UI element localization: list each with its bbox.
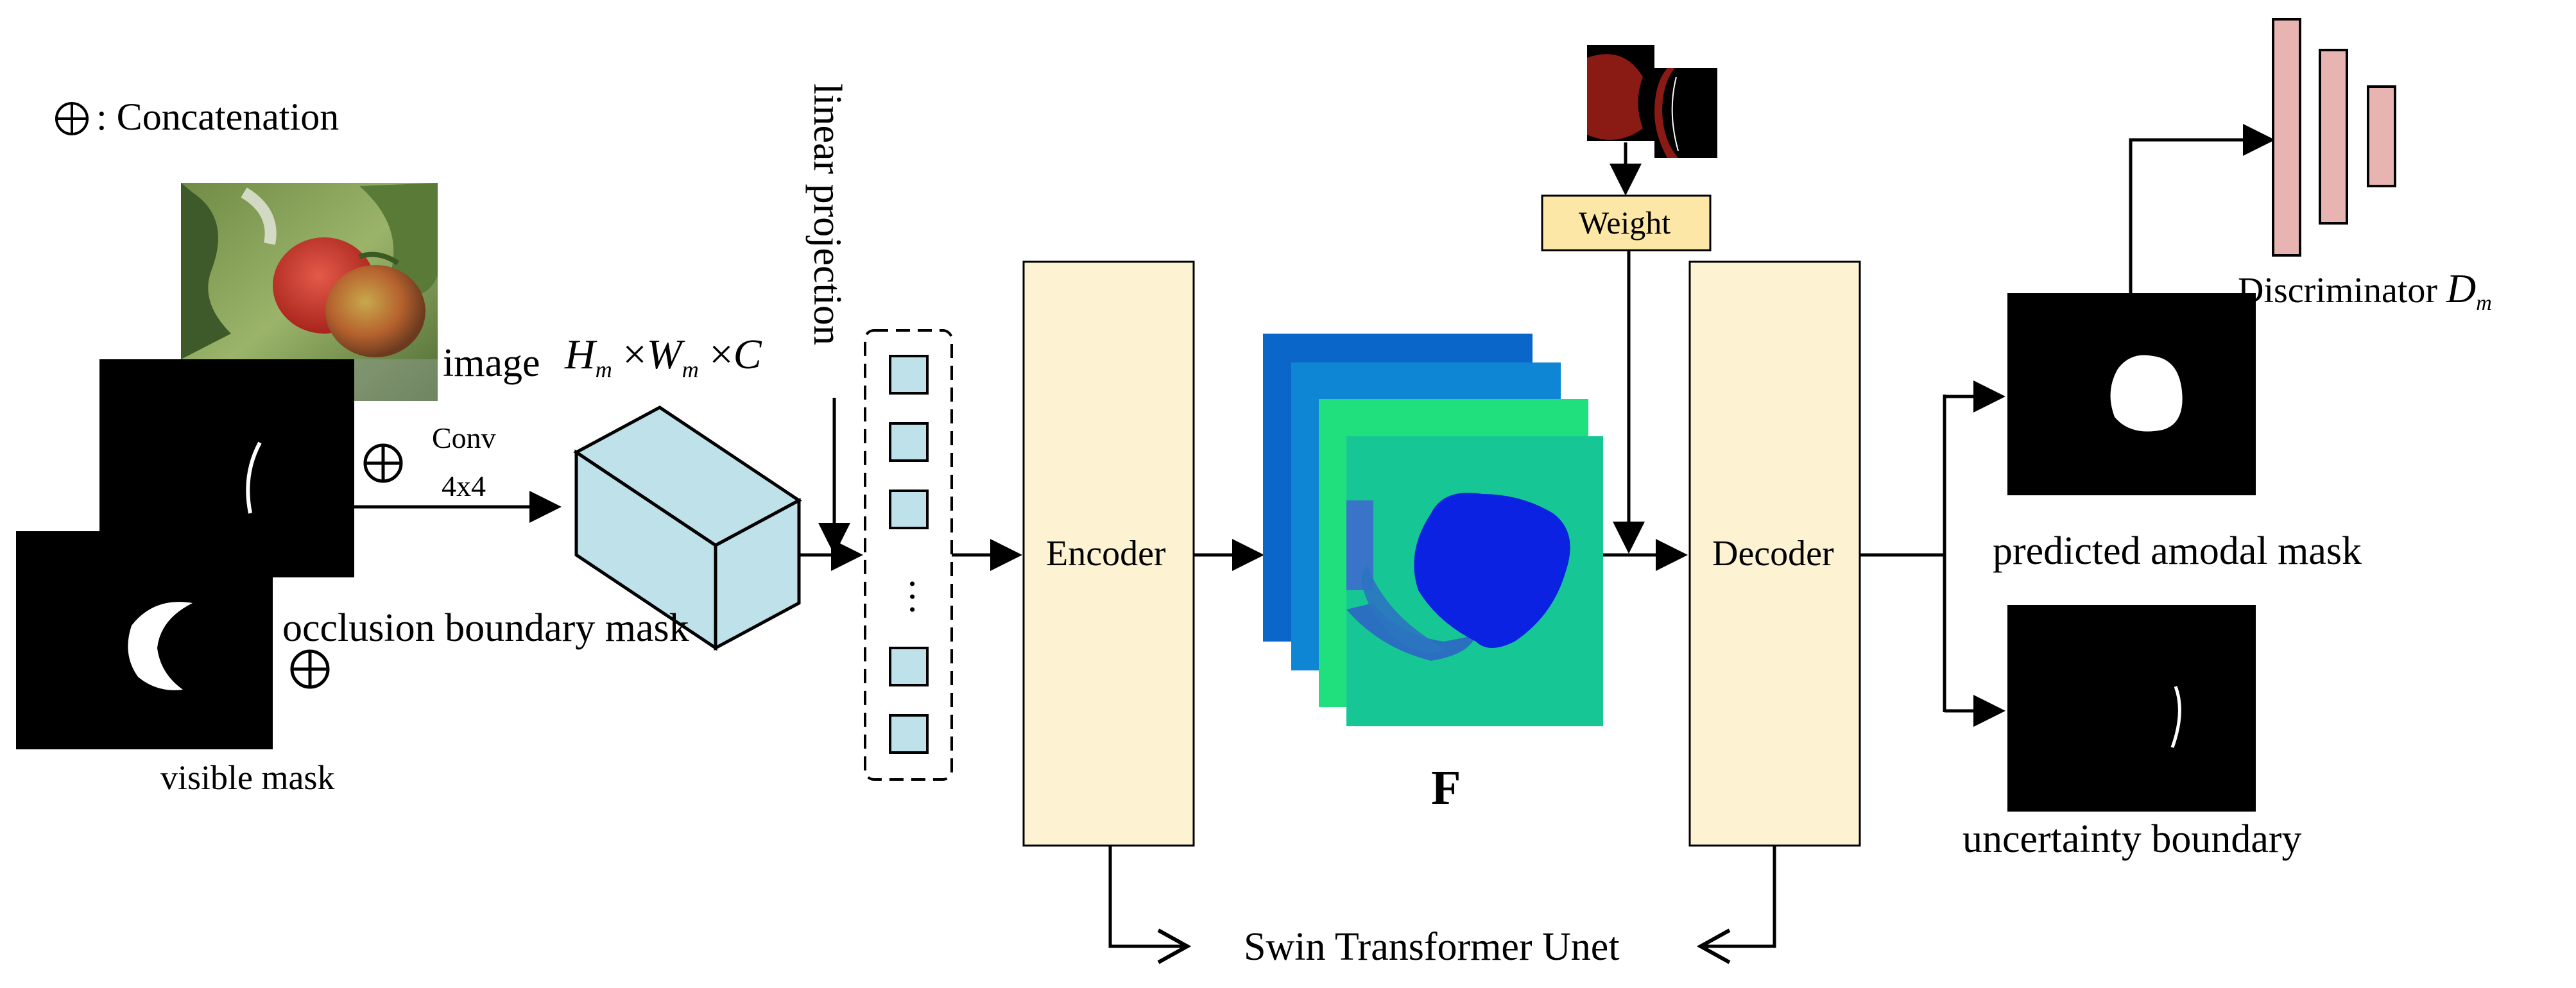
image-label: image: [443, 341, 540, 385]
tensor-shape-label: Hm ×Wm ×C: [565, 331, 762, 383]
token-square: [889, 355, 929, 395]
ripening-tomato: [325, 265, 425, 357]
discriminator-layer: [2367, 85, 2396, 187]
token-squares: [889, 355, 929, 754]
token-square: [889, 647, 929, 686]
uncertainty-boundary-label: uncertainty boundary: [1962, 817, 2302, 861]
conv-kernel-label: 4x4: [442, 470, 486, 502]
linear-projection-label: linear projection: [805, 83, 849, 345]
token-square: [889, 714, 929, 754]
concat-symbol-bottom: [290, 649, 330, 689]
conv-label: Conv: [432, 422, 496, 454]
visible-mask-image: [16, 531, 273, 749]
token-square: [889, 490, 929, 529]
weight-input-masks: [1587, 45, 1717, 158]
legend-concat-symbol: [55, 102, 89, 135]
encoder-label: Encoder: [1046, 534, 1166, 574]
feature-maps: [1263, 334, 1603, 726]
predicted-amodal-mask-label: predicted amodal mask: [1993, 529, 2362, 573]
occlusion-boundary-label: occlusion boundary mask: [282, 606, 689, 650]
discriminator-layer: [2319, 49, 2348, 225]
feature-blob: [1414, 493, 1570, 648]
discriminator-network: [2272, 18, 2396, 257]
feature-map-label: F: [1431, 761, 1461, 815]
visible-mask-label: visible mask: [160, 758, 335, 797]
legend-text: : Concatenation: [96, 96, 339, 138]
weight-label: Weight: [1579, 205, 1671, 241]
discriminator-layer: [2272, 18, 2301, 257]
discriminator-label: Discriminator Dm: [2238, 266, 2492, 316]
encoder-skip-arrow: [1108, 846, 1192, 964]
uncertainty-boundary-image: [2007, 605, 2256, 812]
decoder-label: Decoder: [1712, 534, 1834, 574]
predicted-amodal-mask-image: [2007, 293, 2256, 495]
swin-transformer-unet-label: Swin Transformer Unet: [1244, 925, 1620, 969]
token-square: [889, 422, 929, 462]
concat-symbol-top: [363, 443, 403, 483]
mask-to-discriminator-arrow: [2129, 124, 2275, 293]
decoder-skip-arrow: [1696, 846, 1776, 964]
token-sequence-frame: [864, 329, 953, 781]
encoder-block: [1022, 260, 1195, 847]
decoder-block: [1688, 260, 1861, 847]
weight-box: [1541, 194, 1712, 251]
token-ellipsis: …: [902, 577, 945, 616]
tensor-block: [573, 405, 802, 651]
